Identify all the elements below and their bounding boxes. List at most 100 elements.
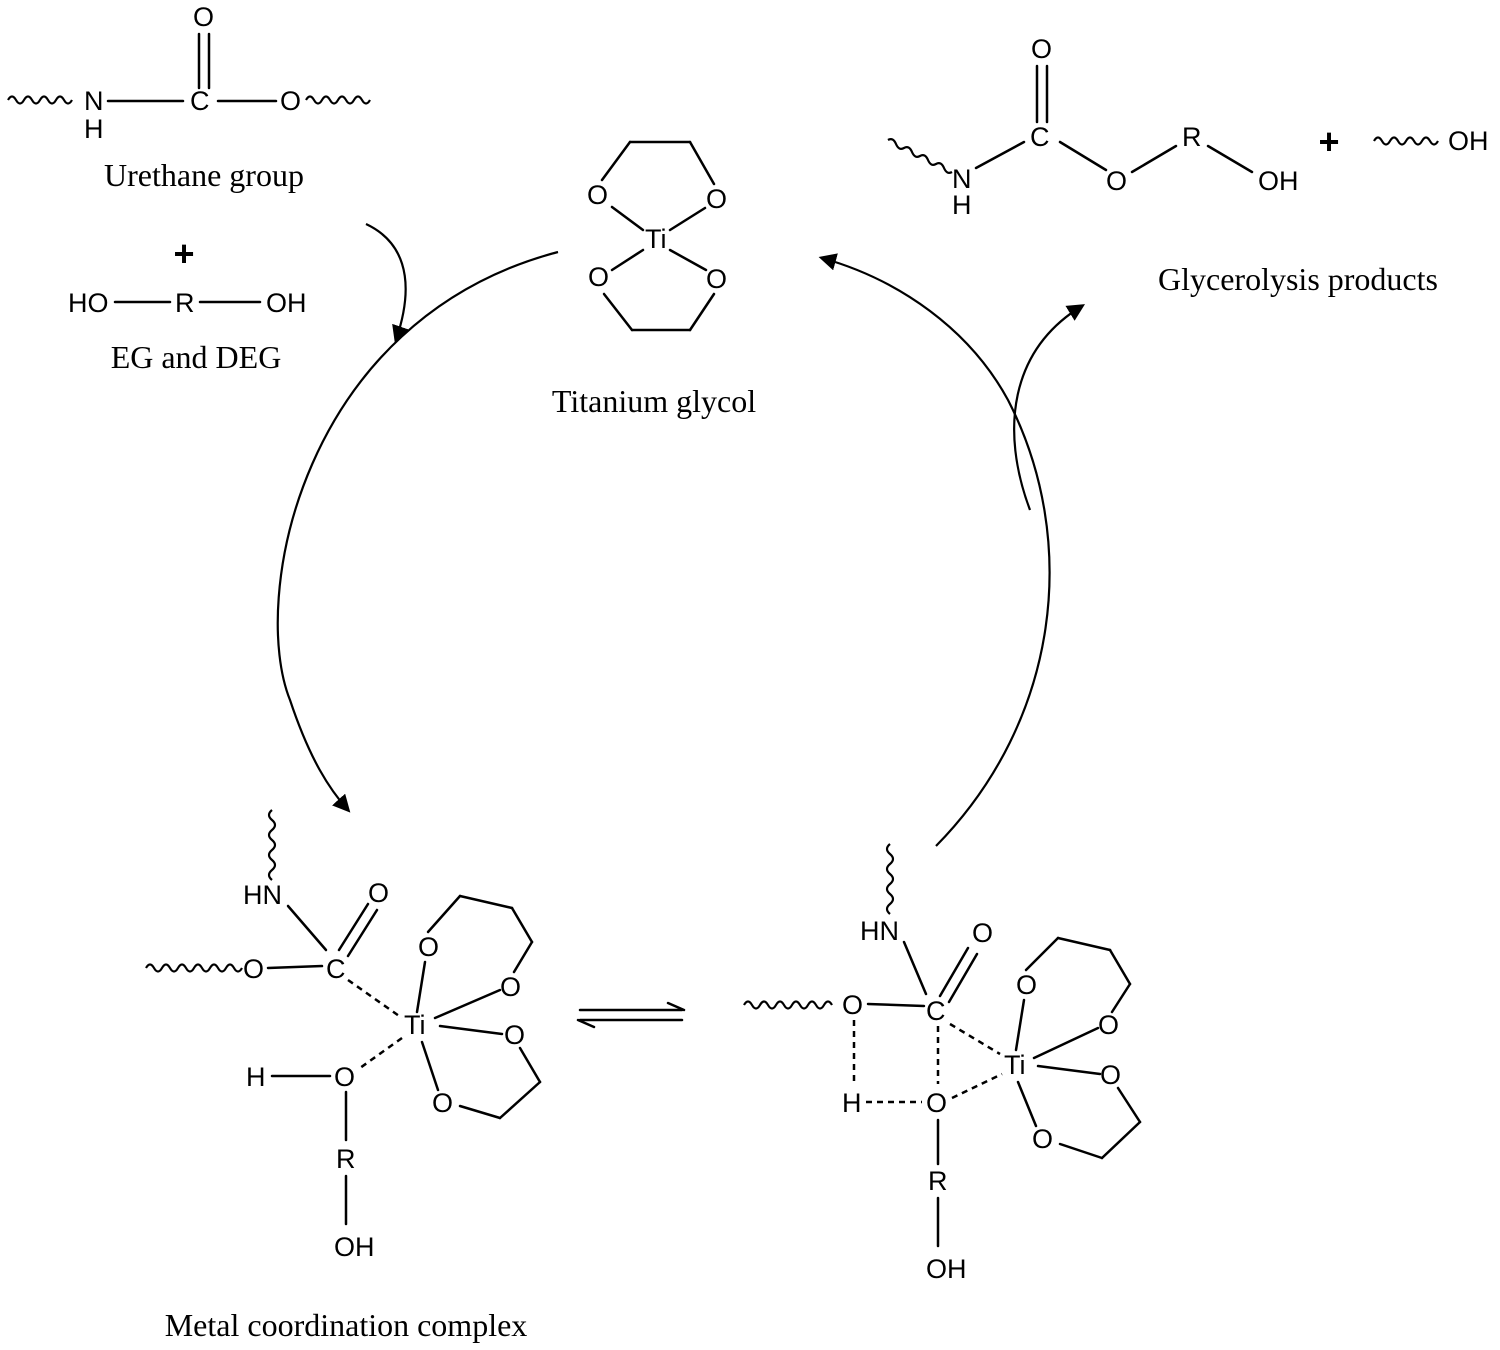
bond [1024, 936, 1060, 972]
atom-h: H [842, 1088, 862, 1118]
wavy-bond [1373, 136, 1439, 146]
bond [266, 964, 324, 970]
atom-oh: OH [1448, 126, 1489, 156]
atom-o: O [1106, 166, 1127, 196]
bond [458, 894, 514, 910]
atom-oh: OH [266, 288, 307, 318]
atom-c: C [190, 86, 210, 116]
atom-r: R [175, 288, 195, 318]
atom-o: O [243, 954, 264, 984]
forward-arrow-head [666, 1001, 686, 1012]
atom-h: H [246, 1062, 266, 1092]
bond [426, 894, 462, 934]
atom-hn: HN [860, 916, 899, 946]
atom-o: O [193, 2, 214, 32]
urethane-group-structure: N H C O O Urethane group [7, 2, 371, 193]
bond [1014, 998, 1026, 1052]
titanium-glycol-structure: O O Ti O O Titanium glycol [552, 140, 756, 419]
bond [458, 1104, 502, 1120]
bond [600, 140, 632, 182]
bond [1056, 936, 1112, 952]
bond [610, 205, 645, 232]
bond [438, 1024, 504, 1036]
atom-o: O [334, 1062, 355, 1092]
atom-n: N [952, 164, 972, 194]
bond [1116, 1086, 1142, 1124]
bond-o-r [1130, 144, 1178, 174]
bond [512, 940, 534, 974]
atom-hn: HN [243, 880, 282, 910]
bond-double-1 [337, 902, 370, 952]
arrow-right-arc [818, 253, 1051, 847]
atom-n: N [84, 86, 104, 116]
wavy-bond [885, 843, 895, 915]
reverse-arrow-head [576, 1018, 596, 1029]
atom-c: C [926, 996, 946, 1026]
eg-deg-structure: HO R OH EG and DEG [68, 288, 307, 375]
bond-c-o [1058, 140, 1108, 172]
bond [668, 206, 707, 232]
bond [688, 292, 716, 332]
atom-o: O [706, 264, 727, 294]
bond [518, 1046, 542, 1084]
transition-complex-structure: HN O O C H O Ti O O O O R OH [743, 843, 1142, 1284]
atom-o: O [1100, 1060, 1121, 1090]
glycerolysis-products-structure: N H C O O R OH + OH Glycerolysis product… [887, 34, 1489, 297]
bond [866, 1002, 926, 1008]
atom-o: O [368, 878, 389, 908]
bond-double-2 [947, 952, 979, 1004]
bond [902, 940, 928, 996]
label-glycerolysis-products: Glycerolysis products [1158, 261, 1438, 297]
atom-r: R [928, 1166, 948, 1196]
atom-o: O [972, 918, 993, 948]
bond [286, 904, 328, 952]
coordination-bond [347, 978, 403, 1020]
coordination-bond [951, 1072, 1003, 1100]
arrow-left-arc [276, 250, 559, 813]
bond-n-c [974, 140, 1026, 170]
atom-o: O [500, 972, 521, 1002]
bond [1108, 948, 1132, 986]
label-metal-coordination-complex: Metal coordination complex [165, 1307, 528, 1343]
wavy-bond [743, 1000, 833, 1010]
bond [433, 988, 502, 1020]
atom-o: O [432, 1088, 453, 1118]
atom-o: O [588, 262, 609, 292]
wavy-bond [7, 95, 73, 105]
label-eg-and-deg: EG and DEG [111, 339, 282, 375]
atom-o: O [1098, 1010, 1119, 1040]
bond [1058, 1142, 1104, 1160]
bond [1032, 1026, 1100, 1060]
plus-sign: + [1318, 121, 1339, 162]
label-urethane-group: Urethane group [104, 157, 304, 193]
atom-o: O [706, 184, 727, 214]
atom-oh: OH [1258, 166, 1299, 196]
coordination-bond [359, 1036, 403, 1070]
metal-coordination-complex-structure: HN O O C Ti O O O O H O R OH Metal coord… [145, 809, 542, 1343]
atom-ti: Ti [645, 224, 667, 254]
bond [1036, 1064, 1102, 1076]
bond-double-2 [346, 908, 379, 958]
atom-o: O [587, 180, 608, 210]
bond [610, 248, 645, 272]
bond [602, 292, 634, 332]
bond [1016, 1080, 1038, 1128]
bond-r-oh [1206, 144, 1254, 174]
atom-ho: HO [68, 288, 109, 318]
equilibrium-arrows [576, 1001, 686, 1029]
atom-r: R [336, 1144, 356, 1174]
wavy-bond [267, 809, 277, 881]
arrow-exit-products [1013, 304, 1086, 511]
atom-oh: OH [334, 1232, 375, 1262]
bond [668, 248, 708, 272]
atom-o: O [418, 932, 439, 962]
bond [415, 960, 427, 1014]
arrow-entry-reactants [365, 223, 409, 344]
atom-c: C [1030, 122, 1050, 152]
atom-o: O [926, 1088, 947, 1118]
atom-r: R [1182, 122, 1202, 152]
atom-o: O [1032, 1124, 1053, 1154]
atom-o: O [842, 990, 863, 1020]
